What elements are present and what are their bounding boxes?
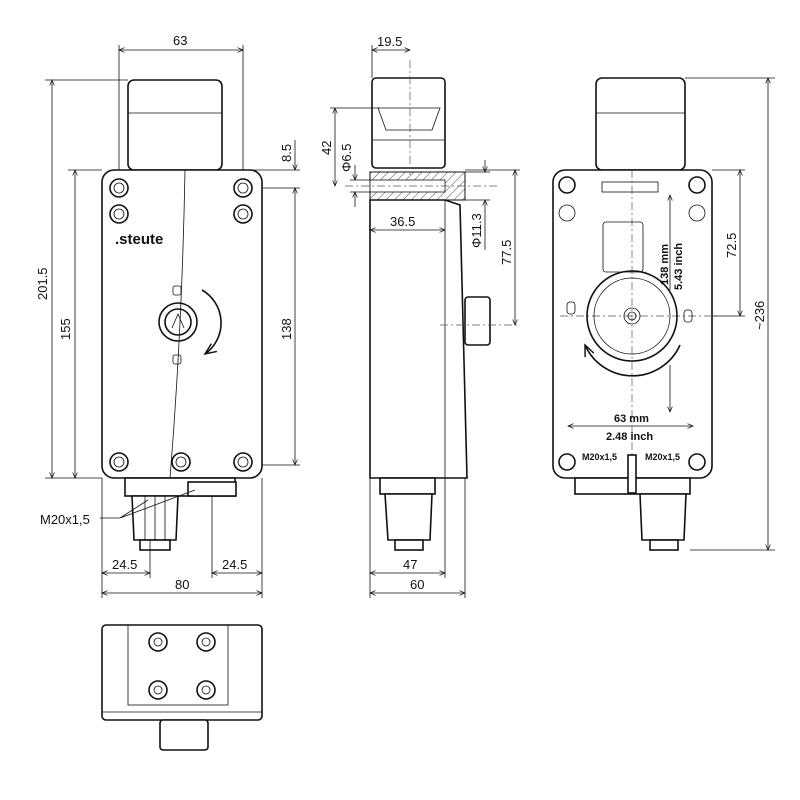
label-2-48inch: 2.48 inch [606,431,653,443]
dim-offset-top: 8.5 [279,144,294,162]
mounting-screws [109,178,253,472]
thread-label: M20x1,5 [40,512,90,527]
label-5-43inch: 5.43 inch [673,243,685,290]
dim-head-width: 19.5 [377,34,402,49]
back-view: 138 mm 5.43 inch 63 mm 2.48 inch M20x1,5… [552,78,775,551]
back-unlock-icon [566,301,576,315]
dim-axis-from-top: 72.5 [724,233,739,258]
brand-logo: .steute [115,231,163,248]
dim-bore-dia: Φ11.3 [469,213,484,248]
unlock-icon [172,285,182,296]
dim-height-total: 201.5 [35,267,50,300]
cable-glands [124,477,237,551]
actuator-head [127,79,223,171]
lock-icon [172,354,182,365]
dim-head-height: 42 [319,141,334,155]
dim-height-total-approx: ~236 [752,301,767,330]
dim-hole-dia: Φ6.5 [339,144,354,172]
dim-axis-height: 77.5 [499,240,514,265]
dim-gland-right: 24.5 [222,557,247,572]
side-view: 19.5 42 Φ6.5 36.5 Φ11.3 77.5 47 60 [319,34,520,598]
label-138mm: 138 mm [659,244,671,285]
dim-width-top: 63 [173,33,187,48]
dim-height-body: 155 [58,318,73,340]
dim-depth-total: 60 [410,577,424,592]
side-shaft [464,296,491,346]
release-key [158,285,222,365]
dim-depth-inner: 36.5 [390,214,415,229]
side-body [369,199,468,479]
front-view: .steute 63 201.5 155 138 8.5 [35,33,300,598]
label-63mm: 63 mm [614,413,649,425]
back-lock-icon [683,309,693,323]
back-mounting-holes [558,176,706,471]
dim-gland-left: 24.5 [112,557,137,572]
side-actuator-head [371,77,446,169]
dim-width-total: 80 [175,577,189,592]
bottom-view [101,624,263,751]
dim-height-right: 138 [279,318,294,340]
label-thread-right: M20x1,5 [645,452,680,462]
dim-depth-body: 47 [403,557,417,572]
label-thread-left: M20x1,5 [582,452,617,462]
